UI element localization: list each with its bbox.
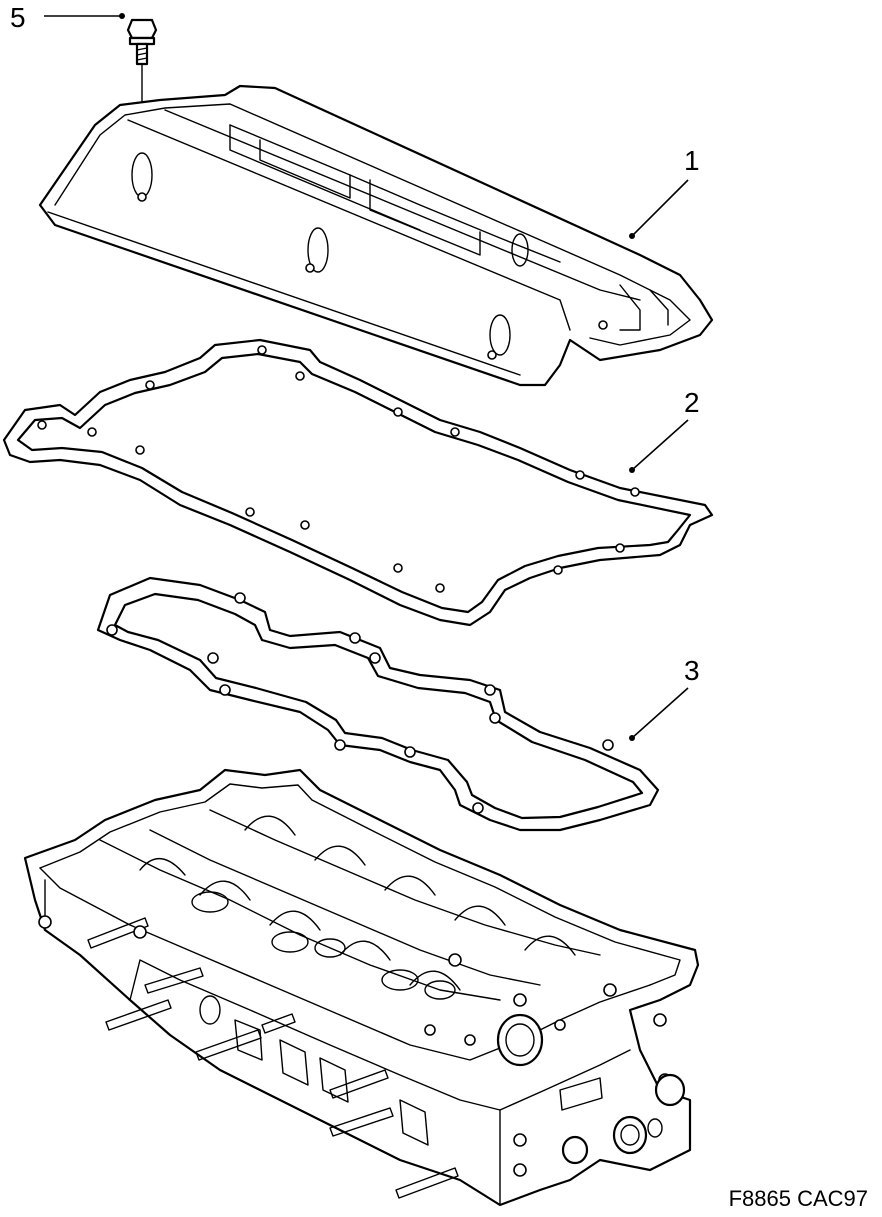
leader-line-3 <box>631 687 689 739</box>
cylinder-head-part <box>23 768 700 1207</box>
figure-code: F8865 CAC97 <box>729 1186 868 1211</box>
leader-dot-5 <box>119 13 125 19</box>
leader-dot-2 <box>629 467 635 473</box>
leader-dot-3 <box>629 735 635 741</box>
callout-number-5: 5 <box>10 2 26 33</box>
cover-gasket-part <box>2 338 714 627</box>
callout-number-3: 3 <box>684 655 700 686</box>
bolt-part <box>44 13 158 201</box>
leader-line-2 <box>631 419 689 471</box>
leader-dot-1 <box>629 233 635 239</box>
callout-number-2: 2 <box>684 387 700 418</box>
plug-gasket-part <box>96 576 689 832</box>
valve-cover-part <box>38 84 714 387</box>
callout-number-1: 1 <box>684 145 700 176</box>
leader-line-1 <box>631 179 689 237</box>
